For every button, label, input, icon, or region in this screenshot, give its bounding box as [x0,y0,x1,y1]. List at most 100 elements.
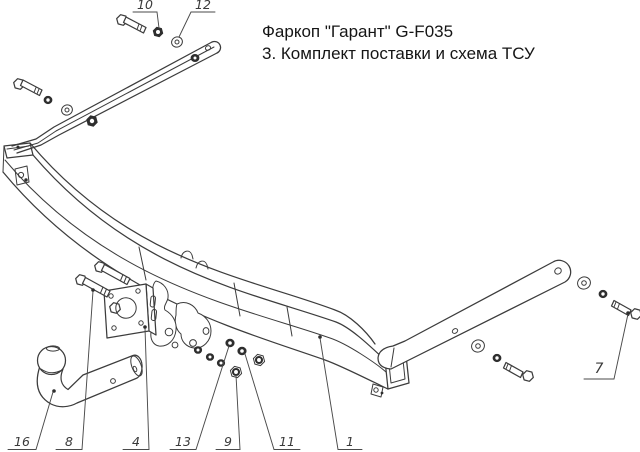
plate-front-face [103,283,150,339]
cluster-washer-1-hole [196,348,200,352]
strap-crease [13,46,215,151]
main-crossbar [2,142,389,390]
bolt-10-shaft [122,16,147,34]
washer-12 [171,36,183,48]
tube-lug-pin [380,391,384,395]
bolt-set-top [116,14,183,48]
arm-tip-hole [554,267,562,275]
bracket-ear-rear-hole-1 [202,327,210,335]
beam-left-lug-pin [24,178,28,182]
ball-shade-arc [40,368,63,374]
right-side-arm [377,259,572,370]
bracket-ear-rear [174,302,212,349]
bolt-set-right-lower [471,339,534,382]
plate-hole-2 [135,288,141,294]
title-block: Фаркоп "Гарант" G-F035 3. Комплект поста… [262,21,535,65]
leader-lines [7,11,630,450]
strap-joint-dot [16,145,20,149]
beam-mid-edge [4,159,387,373]
right-bolt-lower-shaft [502,361,524,379]
leader-16-dot [52,389,56,393]
bolt-10-threads [136,23,143,32]
left-lock-washer-hole [46,98,50,102]
bolt-set-right-upper [577,276,640,320]
callout-label-7: 7 [594,361,604,377]
right-washer-upper-hole [581,280,587,286]
strap-nut-hole [89,118,95,124]
nut-cluster-2-ring [254,355,264,365]
beam-joint-mark-2 [233,282,241,317]
left-washer-hole [64,107,70,113]
leader-4-dot [143,325,147,329]
strap-lower-edge [16,52,218,154]
shank-end-hole [132,365,138,373]
strap-end-hole [204,45,212,51]
right-bolt-upper-head [630,308,640,320]
leader-4 [122,327,150,450]
arm-bend-crease [390,347,395,368]
callout-label-1: 1 [346,434,354,449]
nut-9-ring [231,367,241,377]
bracket-ear-front-hole-1 [164,327,174,337]
beam-weld-tab-1 [180,250,194,260]
ball-sphere [36,345,67,376]
arm-outline [377,259,572,370]
left-bolt-threads [33,87,40,95]
right-bolt-upper-shaft [610,299,632,317]
tube-bottom-lug [370,383,384,398]
cluster-washer-2-hole [208,355,212,359]
bracket-ear-rear-hole-2 [189,339,197,347]
mount-bolt-upper-shaft [100,263,131,286]
callout-label-8: 8 [65,434,73,449]
plate-slot-2 [150,308,158,321]
mount-bolt-lower-shaft [81,276,111,298]
plate-center-cutout [115,297,137,319]
leader-8 [55,290,94,450]
plate-hole-3 [111,325,117,331]
leader-16 [7,391,54,450]
beam-top-front-edge [32,154,386,361]
leader-8-dot [91,288,95,292]
leader-1 [319,337,363,450]
callout-label-9: 9 [224,434,232,449]
mount-bolt-lower-threads [100,286,107,296]
left-washer [61,104,73,116]
callout-label-10: 10 [137,0,153,12]
mount-bolt-upper-threads [120,274,127,283]
arm-mid-hole [451,328,459,334]
leader-7 [583,313,629,380]
strap-weld-nut-hole [193,56,197,60]
fastener-cluster [193,338,266,379]
cluster-washer-3-hole [219,361,223,365]
leader-13 [169,345,230,450]
callout-label-11: 11 [279,434,295,449]
plate-hole-4 [138,320,144,326]
bracket-ear-front-hole-2 [171,341,179,349]
leader-10 [132,11,160,29]
leader-11 [244,353,301,450]
beam-weld-tab-2 [195,260,209,270]
lock-washer-11-hole [240,349,244,353]
plate-hole-1 [108,293,114,299]
beam-bottom-edge [2,171,389,390]
washer-12-hole [174,39,180,45]
bolt-set-left [13,78,73,116]
callout-label-13: 13 [175,434,191,449]
leader-9 [215,374,241,450]
bolt-set-mount [75,261,131,298]
strap-upper-edge [11,41,213,147]
plate-slot-1 [149,295,156,308]
callout-label-12: 12 [195,0,211,12]
drawing-title-line-1: Фаркоп "Гарант" G-F035 [262,22,454,41]
left-bolt-shaft [19,79,43,97]
ball-mount-plate [103,283,158,339]
beam-joint-mark-3 [286,306,293,337]
callout-label-16: 16 [14,434,30,449]
nut-10-hole [156,30,160,34]
right-lock-washer-lower-hole [495,356,499,360]
right-bolt-lower-threads [505,363,512,372]
right-bolt-lower-head [522,370,534,382]
leader-1-dot [318,335,322,339]
leader-7-dot [626,311,630,315]
